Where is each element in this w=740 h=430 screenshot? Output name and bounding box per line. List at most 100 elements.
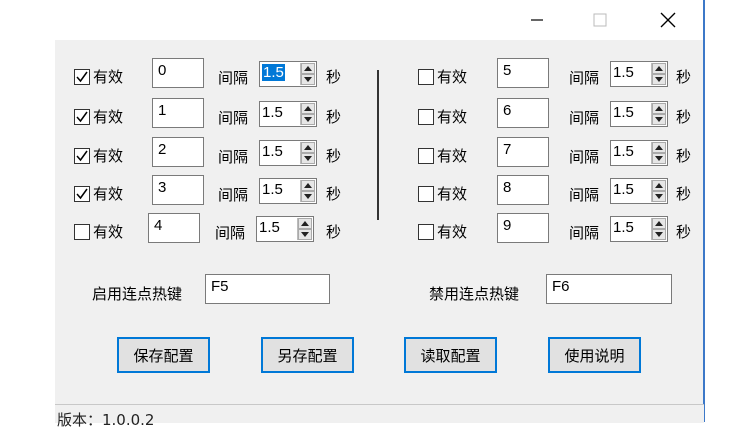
click-value-field-5[interactable]: 5	[497, 58, 549, 88]
spin-up-icon[interactable]	[301, 103, 315, 114]
interval-spinner-1[interactable]: 1.5	[259, 101, 317, 127]
interval-label: 间隔	[569, 69, 600, 87]
spinner-arrows[interactable]	[300, 103, 315, 125]
enable-checkbox-3[interactable]: 有效	[74, 183, 123, 204]
interval-label: 间隔	[569, 109, 600, 127]
click-value-field-3[interactable]: 3	[152, 175, 204, 205]
spin-up-icon[interactable]	[298, 218, 312, 229]
seconds-label: 秒	[676, 108, 692, 126]
spin-up-icon[interactable]	[652, 142, 666, 153]
interval-value: 1.5	[262, 143, 283, 160]
interval-spinner-5[interactable]: 1.5	[610, 61, 668, 87]
interval-value: 1.5	[259, 219, 280, 236]
enable-checkbox-8[interactable]: 有效	[418, 183, 467, 204]
spin-down-icon[interactable]	[652, 114, 666, 125]
checkbox-label: 有效	[437, 185, 468, 203]
spin-down-icon[interactable]	[652, 153, 666, 164]
spin-up-icon[interactable]	[652, 63, 666, 74]
spinner-arrows[interactable]	[651, 218, 666, 240]
interval-spinner-8[interactable]: 1.5	[610, 178, 668, 204]
disable-hotkey-label: 禁用连点热键	[429, 285, 520, 303]
enable-checkbox-0[interactable]: 有效	[74, 66, 123, 87]
spin-up-icon[interactable]	[652, 180, 666, 191]
spin-down-icon[interactable]	[298, 229, 312, 240]
click-value-field-7[interactable]: 7	[497, 137, 549, 167]
spin-up-icon[interactable]	[301, 142, 315, 153]
interval-label: 间隔	[218, 148, 249, 166]
click-value-field-9[interactable]: 9	[497, 213, 549, 243]
check-icon	[76, 111, 88, 122]
spin-down-icon[interactable]	[301, 114, 315, 125]
spinner-arrows[interactable]	[300, 63, 315, 85]
checkbox-label: 有效	[437, 108, 468, 126]
enable-checkbox-6[interactable]: 有效	[418, 106, 467, 127]
check-icon	[76, 71, 88, 82]
check-icon	[76, 188, 88, 199]
spinner-arrows[interactable]	[300, 142, 315, 164]
enable-checkbox-2[interactable]: 有效	[74, 145, 123, 166]
spin-up-icon[interactable]	[301, 63, 315, 74]
enable-checkbox-4[interactable]: 有效	[74, 221, 123, 242]
spin-down-icon[interactable]	[301, 74, 315, 85]
spin-up-icon[interactable]	[652, 218, 666, 229]
enable-checkbox-5[interactable]: 有效	[418, 66, 467, 87]
spin-down-icon[interactable]	[652, 191, 666, 202]
checkbox-box	[418, 223, 434, 240]
spinner-arrows[interactable]	[651, 103, 666, 125]
click-value-field-1[interactable]: 1	[152, 98, 204, 128]
interval-label: 间隔	[218, 69, 249, 87]
maximize-button[interactable]	[577, 4, 623, 36]
seconds-label: 秒	[676, 68, 692, 86]
checkbox-label: 有效	[437, 68, 468, 86]
click-value-field-2[interactable]: 2	[152, 137, 204, 167]
interval-spinner-0[interactable]: 1.5	[259, 61, 317, 87]
spin-down-icon[interactable]	[652, 229, 666, 240]
save-config-button[interactable]: 保存配置	[117, 337, 210, 373]
spin-down-icon[interactable]	[652, 74, 666, 85]
checkbox-label: 有效	[93, 223, 124, 241]
interval-spinner-3[interactable]: 1.5	[259, 178, 317, 204]
interval-label: 间隔	[218, 109, 249, 127]
interval-value: 1.5	[613, 181, 634, 198]
interval-spinner-2[interactable]: 1.5	[259, 140, 317, 166]
seconds-label: 秒	[676, 147, 692, 165]
interval-value: 1.5	[262, 64, 285, 81]
close-button[interactable]	[645, 4, 691, 36]
checkbox-label: 有效	[93, 185, 124, 203]
spinner-arrows[interactable]	[300, 180, 315, 202]
spin-down-icon[interactable]	[301, 191, 315, 202]
checkbox-label: 有效	[437, 147, 468, 165]
spin-down-icon[interactable]	[301, 153, 315, 164]
interval-spinner-9[interactable]: 1.5	[610, 216, 668, 242]
interval-spinner-4[interactable]: 1.5	[256, 216, 314, 242]
click-value-field-0[interactable]: 0	[152, 58, 204, 88]
interval-value: 1.5	[613, 104, 634, 121]
spinner-arrows[interactable]	[651, 63, 666, 85]
interval-spinner-6[interactable]: 1.5	[610, 101, 668, 127]
spinner-arrows[interactable]	[297, 218, 312, 240]
status-bar: 版本：1.0.0.2	[55, 404, 704, 429]
click-value-field-6[interactable]: 6	[497, 98, 549, 128]
enable-checkbox-1[interactable]: 有效	[74, 106, 123, 127]
enable-checkbox-7[interactable]: 有效	[418, 145, 467, 166]
interval-value: 1.5	[262, 181, 283, 198]
minimize-button[interactable]	[514, 4, 560, 36]
spinner-arrows[interactable]	[651, 142, 666, 164]
interval-label: 间隔	[569, 224, 600, 242]
spin-up-icon[interactable]	[301, 180, 315, 191]
help-button[interactable]: 使用说明	[548, 337, 641, 373]
enable-checkbox-9[interactable]: 有效	[418, 221, 467, 242]
click-value-field-4[interactable]: 4	[148, 213, 200, 243]
close-icon	[660, 12, 676, 28]
load-config-button[interactable]: 读取配置	[404, 337, 497, 373]
spin-up-icon[interactable]	[652, 103, 666, 114]
enable-hotkey-field[interactable]: F5	[205, 274, 330, 304]
spinner-arrows[interactable]	[651, 180, 666, 202]
seconds-label: 秒	[326, 185, 342, 203]
click-value-field-8[interactable]: 8	[497, 175, 549, 205]
save-as-config-button[interactable]: 另存配置	[261, 337, 354, 373]
disable-hotkey-field[interactable]: F6	[546, 274, 672, 304]
interval-spinner-7[interactable]: 1.5	[610, 140, 668, 166]
interval-value: 1.5	[613, 64, 634, 81]
seconds-label: 秒	[676, 185, 692, 203]
